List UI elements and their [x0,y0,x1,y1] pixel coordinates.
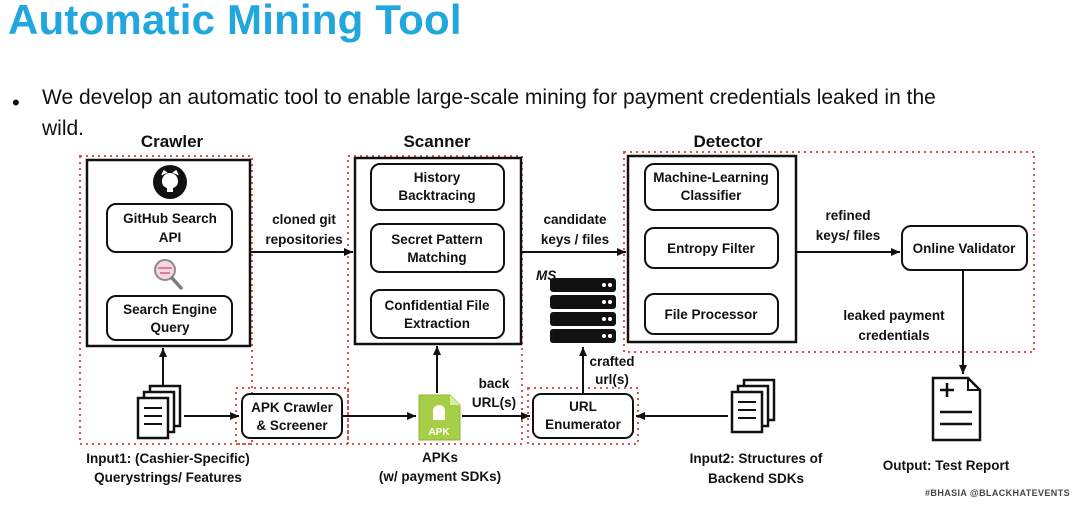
history-label-2: Backtracing [398,188,475,203]
secret-pattern-box [370,223,505,273]
crawler-heading: Crawler [141,132,204,151]
refined-label-1: refined [825,208,870,223]
input2-caption-1: Input2: Structures of [690,451,823,466]
bullet-line-2: wild. [42,117,85,140]
magnifier-icon [154,259,183,290]
input1-documents-icon [136,384,182,440]
apks-caption-1: APKs [422,450,458,465]
input2-documents-icon [730,378,776,434]
crafted-label-1: crafted [589,354,634,369]
input2-caption-2: Backend SDKs [708,471,804,486]
bullet-text: We develop an automatic tool to enable l… [42,82,1052,144]
candidate-label-1: candidate [543,212,607,227]
back-url-label-1: back [479,376,510,391]
confidential-file-box [370,289,505,339]
apk-icon [418,394,461,441]
confidential-label-1: Confidential File [384,298,489,313]
slide-title: Automatic Mining Tool [8,0,462,43]
github-search-label-1: GitHub Search [123,211,217,226]
online-validator-label: Online Validator [913,241,1017,256]
back-url-label-2: URL(s) [472,395,516,410]
confidential-label-2: Extraction [404,316,470,331]
github-icon [153,165,187,199]
url-enumerator-label-1: URL [569,399,597,414]
server-icon [550,278,616,343]
cloned-git-label-2: repositories [265,232,342,247]
test-report-icon [931,376,982,442]
apk-crawler-label-2: & Screener [256,418,328,433]
github-search-label-2: API [159,230,182,245]
cloned-git-label-1: cloned git [272,212,336,227]
candidate-label-2: keys / files [541,232,609,247]
search-engine-box [106,295,233,341]
crawler-dotted-group [79,155,253,445]
entropy-filter-box [644,227,779,269]
history-label-1: History [414,170,461,185]
file-processor-label: File Processor [664,307,758,322]
search-engine-label-1: Search Engine [123,302,217,317]
apk-icon-label: APK [428,427,450,438]
bullet-marker: • [12,90,20,115]
bullet-line-1: We develop an automatic tool to enable l… [42,86,936,109]
detector-dotted-group [623,151,1035,353]
detector-heading: Detector [694,132,763,151]
search-engine-label-2: Query [150,320,190,335]
scanner-heading: Scanner [403,132,470,151]
leaked-label-1: leaked payment [843,308,945,323]
apks-caption-2: (w/ payment SDKs) [379,469,501,484]
file-processor-box [644,293,779,335]
output-caption: Output: Test Report [883,458,1010,473]
leaked-label-2: credentials [858,328,929,343]
crafted-label-2: url(s) [595,372,629,387]
entropy-label: Entropy Filter [667,241,756,256]
refined-label-2: keys/ files [816,228,881,243]
input1-caption-2: Querystrings/ Features [94,470,242,485]
apk-crawler-label-1: APK Crawler [251,400,334,415]
url-enumerator-label-2: Enumerator [545,417,622,432]
ml-label-2: Classifier [681,188,743,203]
secret-label-1: Secret Pattern [391,232,483,247]
footer-hashtags: #BHASIA @BLACKHATEVENTS [925,488,1070,498]
online-validator-box [901,225,1028,271]
ml-label-1: Machine-Learning [653,170,769,185]
github-search-box [106,203,233,253]
secret-label-2: Matching [407,250,466,265]
history-backtracing-box [370,163,505,211]
input1-caption-1: Input1: (Cashier-Specific) [86,451,250,466]
ml-classifier-box [644,163,779,211]
